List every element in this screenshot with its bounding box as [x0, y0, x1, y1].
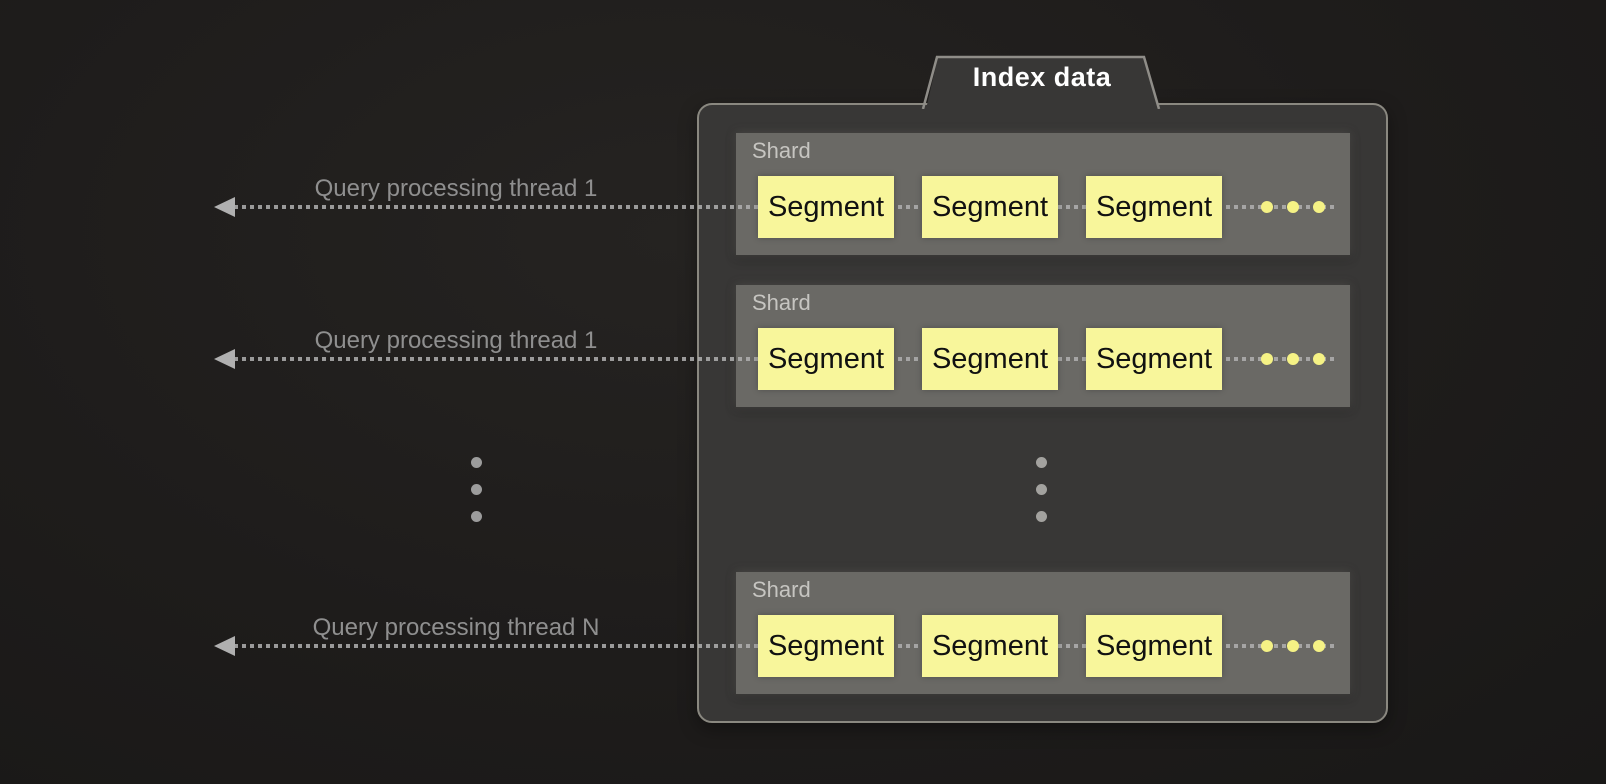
yellow-ellipsis-dots-icon — [1313, 353, 1325, 365]
shard-label: Shard — [752, 290, 811, 315]
yellow-ellipsis-dots-icon — [1287, 201, 1299, 213]
yellow-ellipsis-dots-icon — [1261, 201, 1273, 213]
query-thread-label-3: Query processing thread N — [312, 614, 600, 641]
segment-box: Segment — [922, 615, 1058, 677]
index-data-tab — [921, 55, 1161, 109]
yellow-ellipsis-dots-icon — [1287, 640, 1299, 652]
left-arrow-icon — [214, 197, 235, 217]
segment-box: Segment — [922, 176, 1058, 238]
yellow-ellipsis-dots-icon — [1261, 353, 1273, 365]
shard-label: Shard — [752, 577, 811, 602]
yellow-ellipsis-dots-icon — [1313, 640, 1325, 652]
query-thread-label-2: Query processing thread 1 — [314, 327, 598, 354]
query-thread-label-1: Query processing thread 1 — [314, 175, 598, 202]
left-arrow-icon — [214, 349, 235, 369]
vertical-ellipsis-icon — [471, 457, 482, 522]
segment-box: Segment — [758, 328, 894, 390]
shard-box-3: Shard Segment Segment Segment — [736, 572, 1350, 694]
segment-box: Segment — [1086, 176, 1222, 238]
segment-box: Segment — [758, 615, 894, 677]
shard-box-1: Shard Segment Segment Segment — [736, 133, 1350, 255]
segment-box: Segment — [922, 328, 1058, 390]
shard-box-2: Shard Segment Segment Segment — [736, 285, 1350, 407]
segment-box: Segment — [1086, 328, 1222, 390]
yellow-ellipsis-dots-icon — [1261, 640, 1273, 652]
left-arrow-icon — [214, 636, 235, 656]
segment-box: Segment — [1086, 615, 1222, 677]
segment-box: Segment — [758, 176, 894, 238]
vertical-ellipsis-icon — [1036, 457, 1047, 522]
yellow-ellipsis-dots-icon — [1287, 353, 1299, 365]
yellow-ellipsis-dots-icon — [1313, 201, 1325, 213]
shard-label: Shard — [752, 138, 811, 163]
index-data-title: Index data — [972, 62, 1112, 92]
